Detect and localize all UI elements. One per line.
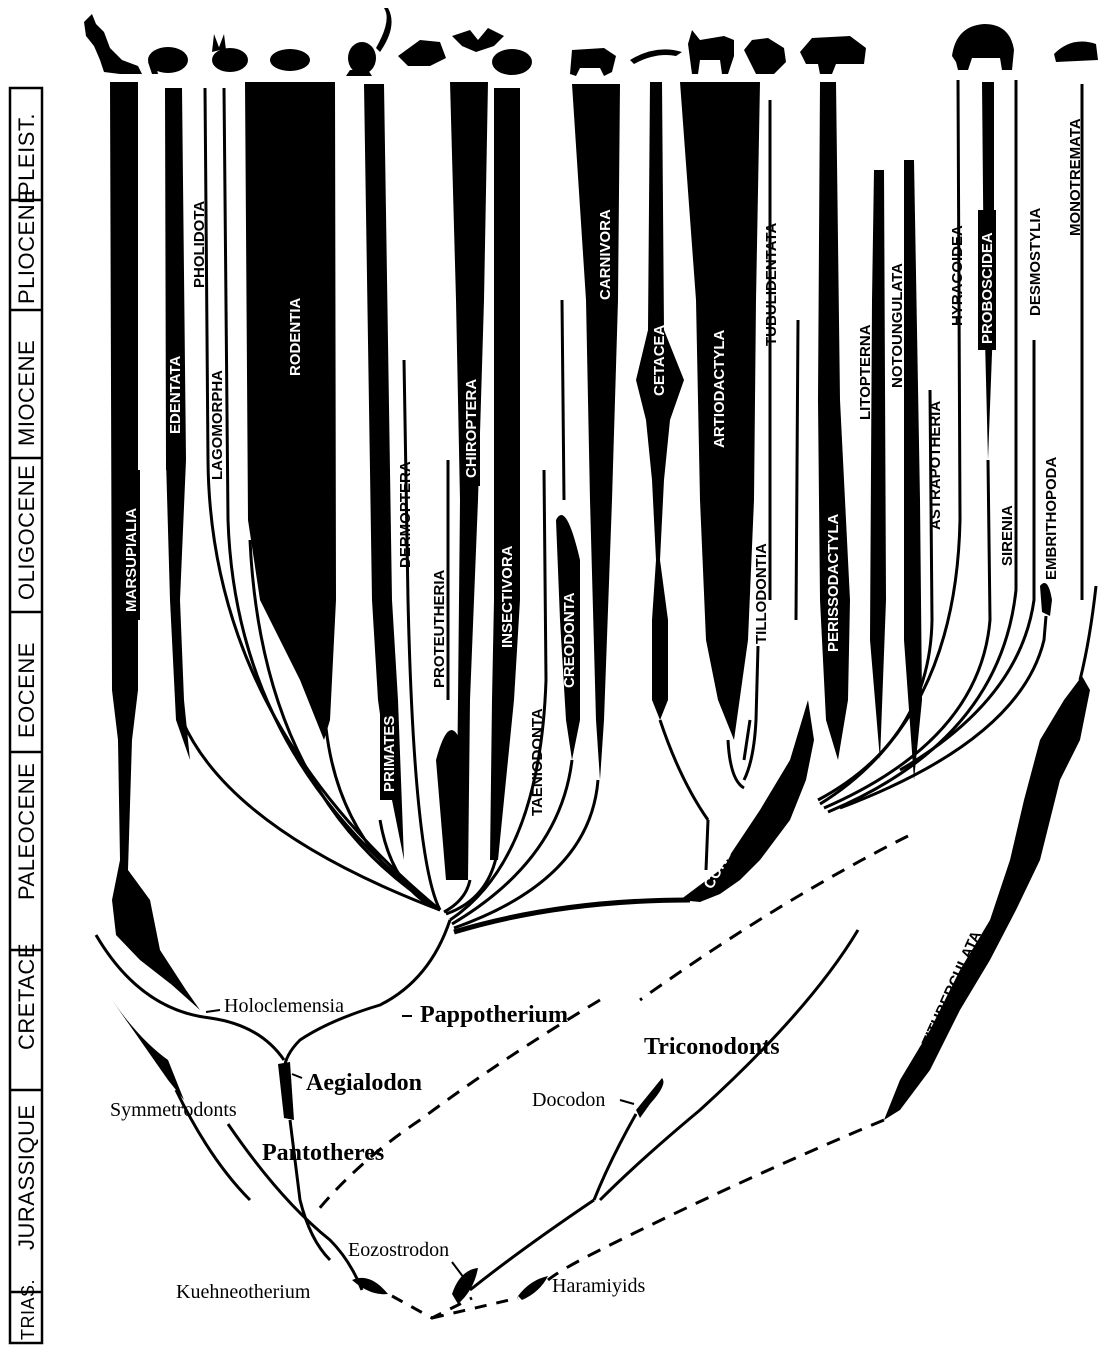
label-tubulidentata: TUBULIDENTATA [763,223,780,346]
label-monotremata: MONOTREMATA [1067,118,1084,236]
lemur-icon [346,8,392,76]
label-haramiyids: Haramiyids [552,1275,646,1297]
label-triconodonts: Triconodonts [644,1034,780,1060]
dog-icon [570,48,616,76]
label-embrithopoda: EMBRITHOPODA [1043,457,1060,581]
label-edentata: EDENTATA [167,356,184,434]
rodentia-branch [245,82,336,740]
marsupialia-branch [110,82,200,1010]
label-lagomorpha: LAGOMORPHA [209,370,226,480]
dolphin-icon [630,49,682,64]
multituberculata-branch [884,676,1090,1120]
label-holoclemensia: Holoclemensia [224,995,344,1017]
primates-branch [364,84,404,860]
period-oligocene: OLIGOCENE [14,465,39,600]
cat-icon [744,38,786,74]
label-aegialodon: Aegialodon [306,1070,422,1096]
hedgehog-icon [492,49,532,75]
condylarthra-branch [680,700,814,902]
period-paleocene: PALEOCENE [14,763,39,900]
rabbit-icon [212,34,248,72]
echidna-icon [1054,41,1098,62]
creodonta-branch [556,515,580,760]
label-primates: PRIMATES [381,716,398,792]
label-artiodactyla: ARTIODACTYLA [711,330,728,448]
time-scale: PLEIST. PLIOCENE MIOCENE OLIGOCENE EOCEN… [8,86,44,1345]
antelope-icon [688,30,734,74]
label-chiroptera: CHIROPTERA [463,379,480,478]
label-notoungulata: NOTOUNGULATA [889,263,906,388]
carnivora-branch [572,84,620,780]
label-hyracoidea: HYRACOIDEA [949,225,966,326]
armadillo-icon [148,47,188,74]
period-eocene: EOCENE [14,642,39,738]
label-pholidota: PHOLIDOTA [191,201,208,288]
label-multituberculata: MULTITUBERCULATA [906,928,985,1077]
label-docodon: Docodon [532,1089,605,1111]
period-cretaceous: CRETACE [14,943,39,1050]
label-taeniodonta: TAENIODONTA [529,708,546,816]
label-sirenia: SIRENIA [999,505,1016,566]
rhinoceros-icon [800,36,866,74]
perissodactyla-branch [818,82,850,760]
period-pliocene: PLIOCENE [14,189,39,304]
period-miocene: MIOCENE [14,340,39,446]
label-marsupialia: MARSUPIALIA [123,508,140,612]
label-creodonta: CREODONTA [561,592,578,688]
label-pantotheres: Pantotheres [262,1140,384,1166]
label-cetacea: CETACEA [651,324,668,396]
artiodactyla-branch [680,82,760,740]
label-carnivora: CARNIVORA [597,209,614,300]
elephant-icon [952,24,1014,70]
period-triassic: TRIAS. [18,1279,38,1340]
label-insectivora: INSECTIVORA [499,545,516,648]
period-pleistocene: PLEIST. [14,113,39,196]
shrew-icon [398,40,446,66]
label-eozostrodon: Eozostrodon [348,1239,449,1261]
label-perissodactyla: PERISSODACTYLA [825,513,842,652]
label-pappotherium: Pappotherium [420,1002,568,1028]
label-kuehneotherium: Kuehneotherium [176,1281,311,1303]
mesozoic-stem [112,834,909,1320]
insectivora-branch [490,88,520,860]
label-proboscidea: PROBOSCIDEA [979,232,996,344]
label-desmostylia: DESMOSTYLIA [1027,207,1044,316]
label-proteutheria: PROTEUTHERIA [431,569,448,688]
label-symmetrodonts: Symmetrodonts [110,1099,237,1121]
silhouettes [84,8,1098,76]
label-tillodontia: TILLODONTIA [753,543,770,644]
rodent-icon [270,49,310,71]
group-labels: Holoclemensia Pappotherium Aegialodon Sy… [110,995,780,1303]
period-jurassic: JURASSIQUE [14,1104,39,1250]
label-litopterna: LITOPTERNA [857,324,874,420]
label-dermoptera: DERMOPTERA [397,461,414,568]
label-rodentia: RODENTIA [287,298,304,377]
label-astrapotheria: ASTRAPOTHERIA [927,401,944,530]
bat-icon [452,28,504,52]
cetacea-branch [636,82,684,720]
kangaroo-icon [84,14,142,74]
notoungulata-branch [904,160,922,780]
